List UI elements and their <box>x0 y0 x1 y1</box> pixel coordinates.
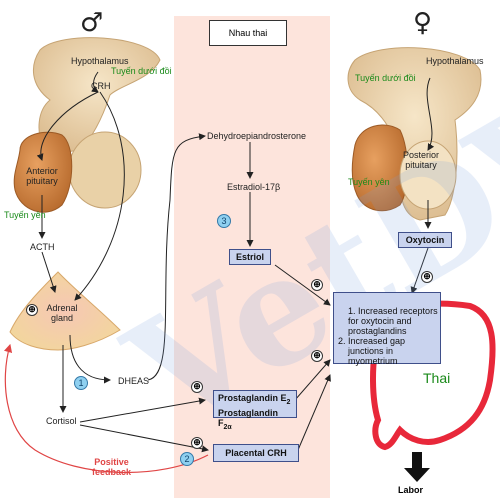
plus-sign-cortisol-prostaglandin: ⊕ <box>191 381 203 393</box>
plus-sign-cortisol-crh: ⊕ <box>191 437 203 449</box>
oxytocin-label: Oxytocin <box>405 235 445 245</box>
posterior-pituitary-label: Posterior pituitary <box>402 150 439 170</box>
prostaglandin-box: Prostaglandin E2 Prostaglandin F2α <box>213 390 297 431</box>
adrenal-gland-shape <box>9 271 121 351</box>
effects-box: 1. Increased receptors for oxytocin and … <box>333 292 441 366</box>
plus-sign-oxytocin: ⊕ <box>421 271 433 283</box>
acth-label: ACTH <box>30 242 55 252</box>
positive-feedback-arrow <box>3 343 209 473</box>
posterior-pituitary-vi-label: Tuyến yên <box>348 177 390 187</box>
oxytocin-box: Oxytocin <box>398 232 452 248</box>
placenta-title: Nhau thai <box>209 20 287 46</box>
adrenal-gland-label: Adrenal gland <box>46 303 78 323</box>
cortisol-label: Cortisol <box>46 416 77 426</box>
effects-text: 1. Increased receptors for oxytocin and … <box>338 306 438 366</box>
placental-crh-box: Placental CRH <box>213 444 299 462</box>
prostaglandin-f2a-subscript: 2α <box>223 423 232 431</box>
anterior-pituitary-label: Anterior pituitary <box>26 166 58 186</box>
plus-sign-estriol: ⊕ <box>311 279 323 291</box>
male-symbol-icon: ♂ <box>80 8 104 38</box>
labor-label: Labor <box>398 485 424 495</box>
dheas-label: DHEAS <box>118 376 150 386</box>
pathway-arrows <box>36 71 435 453</box>
prostaglandin-e2-subscript: 2 <box>286 398 291 406</box>
anterior-pituitary-vi-label: Tuyến yên <box>4 210 46 220</box>
right-hypothalamus-vi-label: Tuyến dưới đồi <box>355 73 416 83</box>
plus-sign-adrenal: ⊕ <box>26 304 38 316</box>
prostaglandin-e2-label: Prostaglandin E <box>218 393 287 403</box>
left-hypothalamus-vi-label: Tuyến dưới đồi <box>111 66 172 76</box>
crh-label: CRH <box>91 81 111 91</box>
estradiol-label: Estradiol-17β <box>227 182 281 192</box>
estriol-label: Estriol <box>235 252 264 262</box>
placental-crh-label: Placental CRH <box>225 448 287 458</box>
step-3-marker: 3 <box>217 214 231 228</box>
plus-sign-prostaglandin: ⊕ <box>311 350 323 362</box>
right-hypothalamus-pituitary-illustration <box>347 47 482 221</box>
dhea-label: Dehydroepiandrosterone <box>207 131 307 141</box>
step-1-marker: 1 <box>74 376 88 390</box>
female-symbol-icon: ♀ <box>413 8 433 38</box>
prostaglandin-f2a-label: Prostaglandin F <box>218 407 279 428</box>
estriol-box: Estriol <box>229 249 271 265</box>
step-2-marker: 2 <box>180 452 194 466</box>
left-hypothalamus-label: Hypothalamus <box>71 56 129 66</box>
right-hypothalamus-label: Hypothalamus <box>426 56 484 66</box>
uterus-label: Thai <box>423 370 451 386</box>
positive-feedback-label: Positive feedback <box>92 457 132 477</box>
labor-arrow <box>404 452 430 482</box>
